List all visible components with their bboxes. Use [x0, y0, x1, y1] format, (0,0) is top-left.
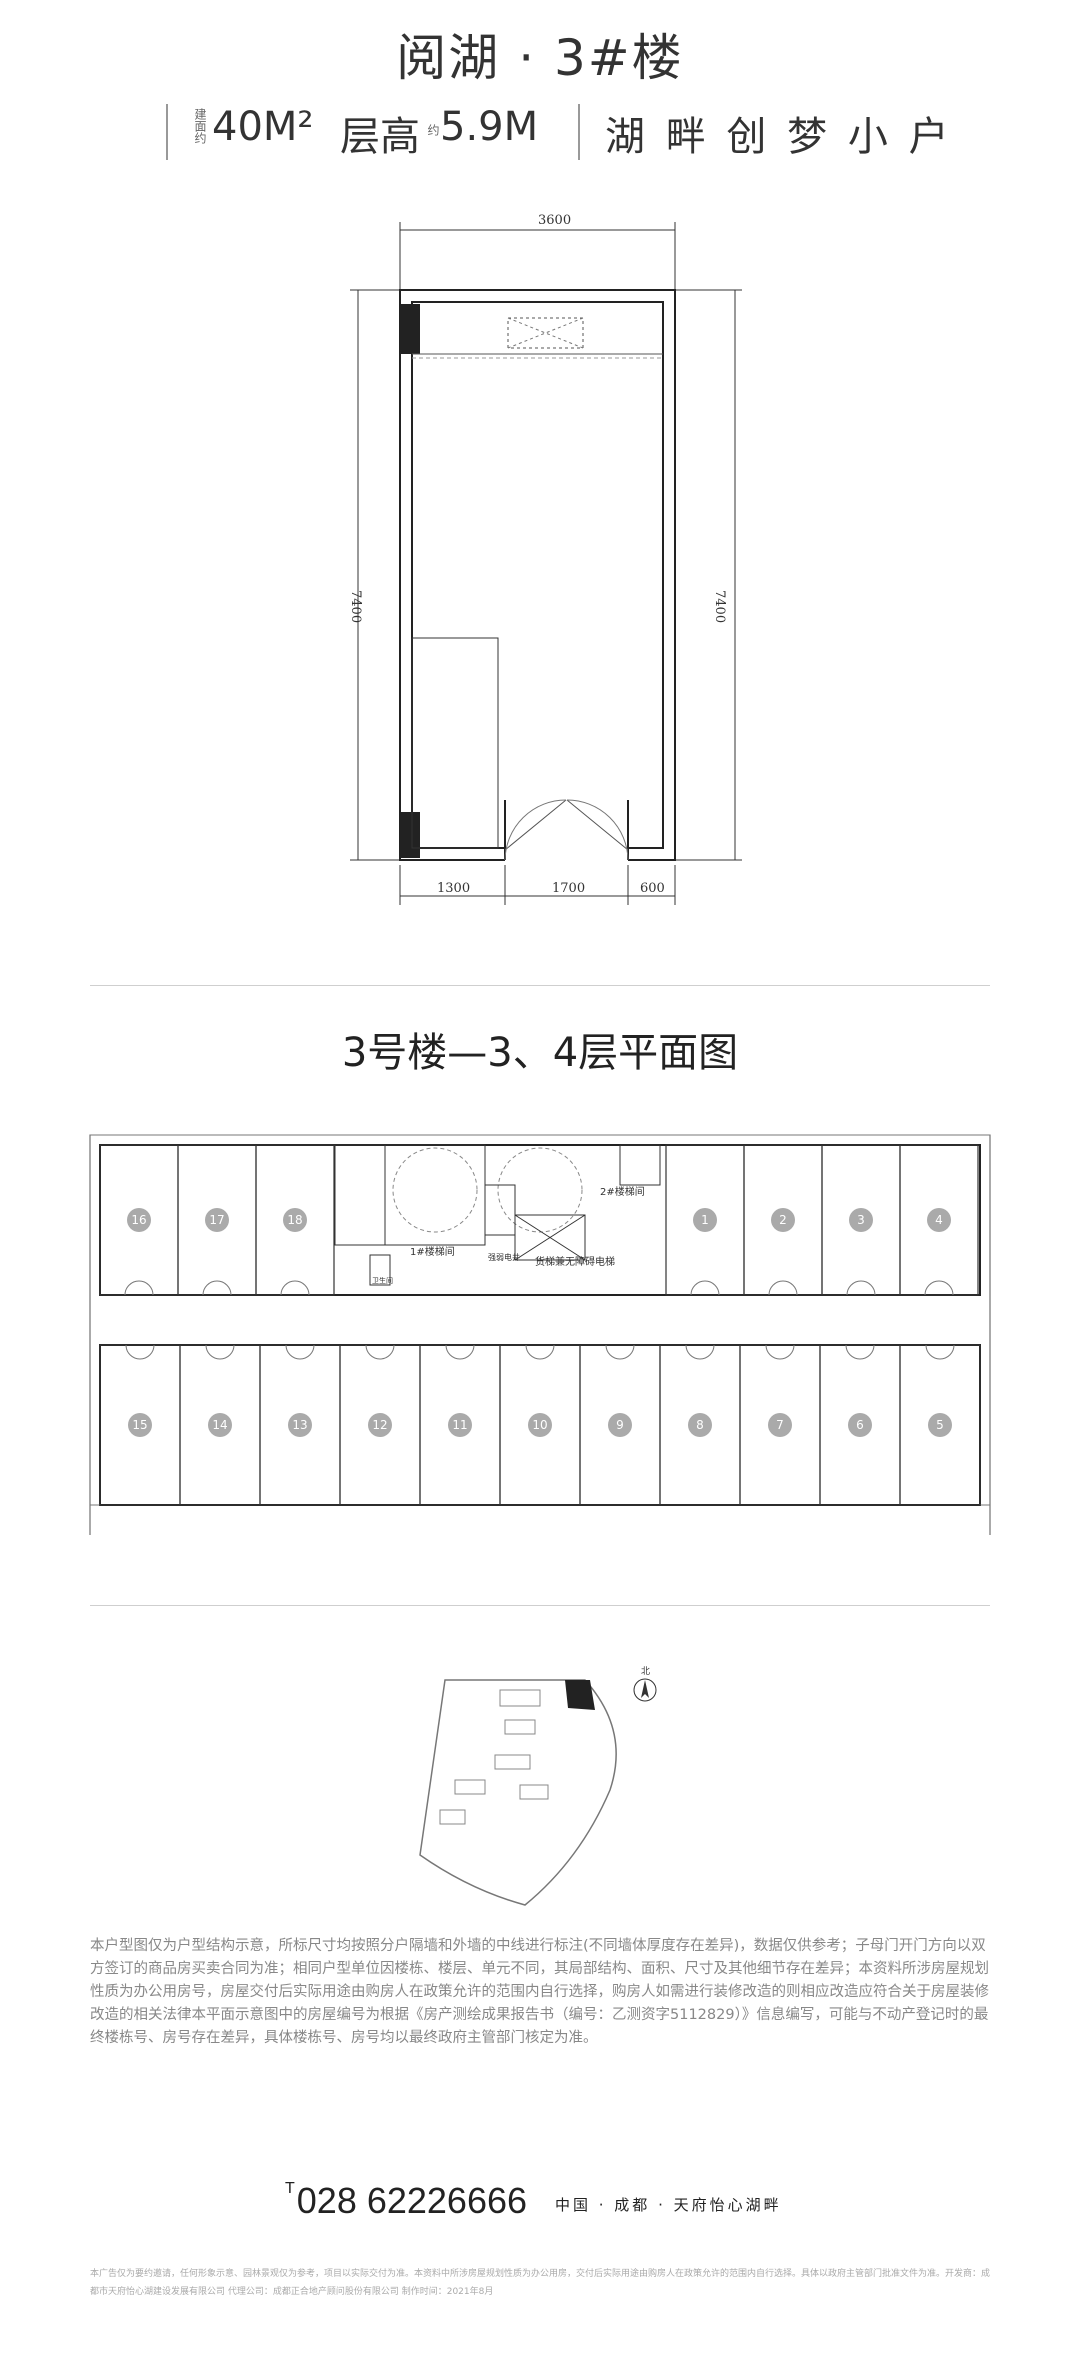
height-tag: 约	[426, 124, 440, 136]
unit-number: 1	[701, 1213, 709, 1227]
area-value: 40M²	[212, 104, 314, 150]
unit-door	[765, 1344, 795, 1360]
shaft-label: 强弱电井	[488, 1252, 520, 1262]
page-title: 阅湖 · 3#楼	[396, 29, 684, 87]
height-value: 5.9M	[440, 104, 539, 150]
unit-number: 2	[779, 1213, 787, 1227]
divider-1	[90, 985, 990, 986]
unit-badge	[127, 1208, 151, 1232]
unit-number: 12	[372, 1418, 387, 1432]
disclaimer-text: 本户型图仅为户型结构示意，所标尺寸均按照分户隔墙和外墙的中线进行标注(不同墙体厚…	[90, 1938, 989, 2046]
unit-number: 18	[287, 1213, 302, 1227]
unit-badge	[283, 1208, 307, 1232]
unit-number: 13	[292, 1418, 307, 1432]
dim-bottom-1: 1300	[437, 881, 470, 896]
unit-door	[205, 1344, 235, 1360]
stair-a-label: 1#楼梯间	[410, 1245, 455, 1258]
unit-door	[605, 1344, 635, 1360]
phone-digits: 028 62226666	[296, 2180, 528, 2221]
unit-badge	[849, 1208, 873, 1232]
unit-door	[202, 1280, 232, 1296]
area-tag: 建面约	[193, 108, 207, 144]
divider-mid	[578, 104, 580, 160]
unit-badge	[688, 1413, 712, 1437]
divider-left	[166, 104, 168, 160]
floor-plan-title: 3号楼—3、4层平面图	[341, 1030, 739, 1076]
unit-badge	[288, 1413, 312, 1437]
unit-plan: 3600 7400 7400 1300 1700 600	[348, 213, 742, 905]
unit-number: 14	[212, 1418, 227, 1432]
unit-number: 7	[776, 1418, 784, 1432]
unit-number: 10	[532, 1418, 547, 1432]
unit-number: 4	[935, 1213, 943, 1227]
unit-badge	[768, 1413, 792, 1437]
dim-bottom-3: 600	[640, 881, 665, 896]
unit-badge	[448, 1413, 472, 1437]
unit-number: 15	[132, 1418, 147, 1432]
unit-cell	[255, 1144, 335, 1296]
unit-door	[924, 1280, 954, 1296]
unit-badge	[771, 1208, 795, 1232]
contact-row: T028 62226666 中国 · 成都 · 天府怡心湖畔	[0, 2180, 1080, 2230]
unit-cell	[899, 1344, 981, 1506]
unit-badge	[927, 1208, 951, 1232]
unit-door	[445, 1344, 475, 1360]
dim-bottom-2: 1700	[552, 881, 585, 896]
unit-door	[846, 1280, 876, 1296]
unit-badge	[368, 1413, 392, 1437]
unit-door	[280, 1280, 310, 1296]
unit-number: 16	[131, 1213, 146, 1227]
unit-badge	[205, 1208, 229, 1232]
unit-door	[525, 1344, 555, 1360]
unit-door	[285, 1344, 315, 1360]
dim-right: 7400	[712, 590, 727, 623]
unit-number: 6	[856, 1418, 864, 1432]
dim-top: 3600	[538, 213, 571, 228]
unit-number: 17	[209, 1213, 224, 1227]
unit-number: 3	[857, 1213, 865, 1227]
fine-print: 本广告仅为要约邀请，任何形象示意、园林景观仅为参考，项目以实际交付为准。本资料中…	[90, 2269, 991, 2297]
unit-badge	[928, 1413, 952, 1437]
unit-badge	[528, 1413, 552, 1437]
stair-b-label: 2#楼梯间	[600, 1185, 645, 1198]
slogan: 湖 畔 创 梦 小 户	[605, 114, 953, 160]
elevator-label: 货梯兼无障碍电梯	[535, 1255, 615, 1268]
divider-2	[90, 1605, 990, 1606]
toilet-label: 卫生间	[372, 1276, 393, 1285]
unit-door	[690, 1280, 720, 1296]
height-label: 层高	[340, 114, 420, 160]
unit-door	[125, 1344, 155, 1360]
unit-door	[845, 1344, 875, 1360]
unit-cell	[899, 1144, 979, 1296]
unit-badge	[608, 1413, 632, 1437]
unit-number: 11	[452, 1418, 467, 1432]
unit-door	[768, 1280, 798, 1296]
unit-number: 8	[696, 1418, 704, 1432]
north-label: 北	[641, 1666, 650, 1677]
spec-row: 建面约 40M² 层高 约 5.9M 湖 畔 创 梦 小 户	[0, 96, 1080, 166]
location-tagline: 中国 · 成都 · 天府怡心湖畔	[555, 2196, 782, 2214]
unit-badge	[693, 1208, 717, 1232]
unit-badge	[128, 1413, 152, 1437]
unit-door	[124, 1280, 154, 1296]
site-plan: 北	[419, 1666, 657, 1906]
unit-door	[685, 1344, 715, 1360]
unit-badge	[208, 1413, 232, 1437]
unit-door	[925, 1344, 955, 1360]
unit-number: 9	[616, 1418, 624, 1432]
phone-prefix: T	[285, 2180, 295, 2197]
unit-door	[365, 1344, 395, 1360]
phone-number[interactable]: T028 62226666	[285, 2180, 527, 2222]
unit-badge	[848, 1413, 872, 1437]
unit-number: 5	[936, 1418, 944, 1432]
dim-left: 7400	[348, 590, 363, 623]
